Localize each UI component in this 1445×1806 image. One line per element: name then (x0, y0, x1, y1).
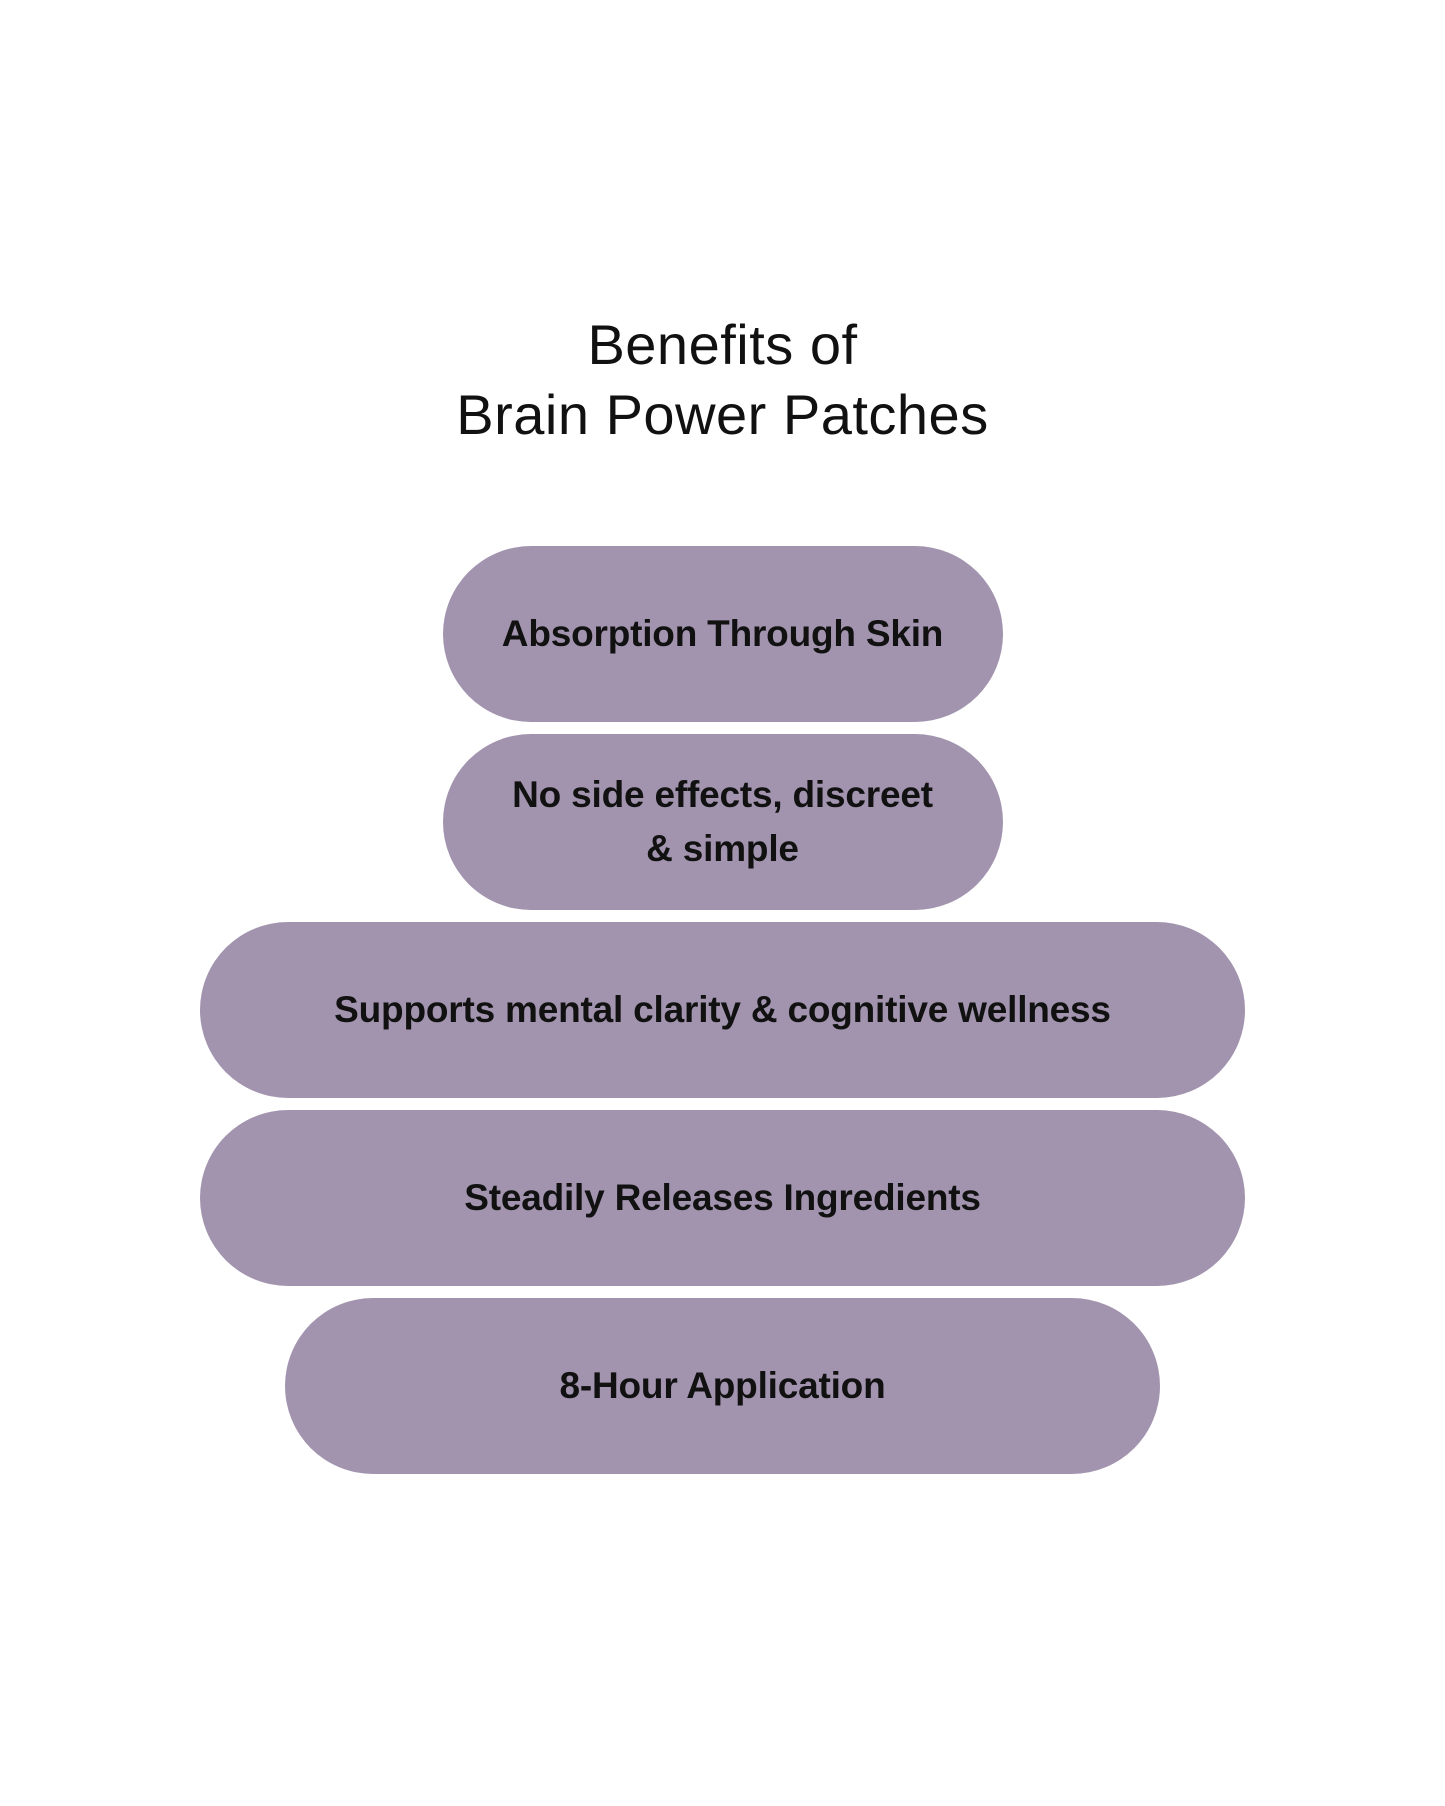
pill-label-absorption: Absorption Through Skin (501, 613, 944, 655)
benefit-pill-no-side-effects: No side effects, discreet & simple (442, 734, 1003, 910)
benefits-list: Absorption Through Skin No side effects,… (0, 546, 1445, 1486)
pill-label-mental-clarity: Supports mental clarity & cognitive well… (334, 989, 1111, 1031)
pill-label-8-hour-application: 8-Hour Application (559, 1365, 886, 1407)
benefit-pill-mental-clarity: Supports mental clarity & cognitive well… (200, 922, 1245, 1098)
benefit-pill-absorption: Absorption Through Skin (442, 546, 1003, 722)
benefit-pill-steady-release: Steadily Releases Ingredients (200, 1110, 1245, 1286)
pill-label-steady-release: Steadily Releases Ingredients (464, 1177, 981, 1219)
infographic-title: Benefits of Brain Power Patches (456, 313, 989, 446)
benefit-pill-8-hour-application: 8-Hour Application (285, 1298, 1160, 1474)
pill-label-no-side-effects: No side effects, discreet & simple (512, 774, 933, 869)
